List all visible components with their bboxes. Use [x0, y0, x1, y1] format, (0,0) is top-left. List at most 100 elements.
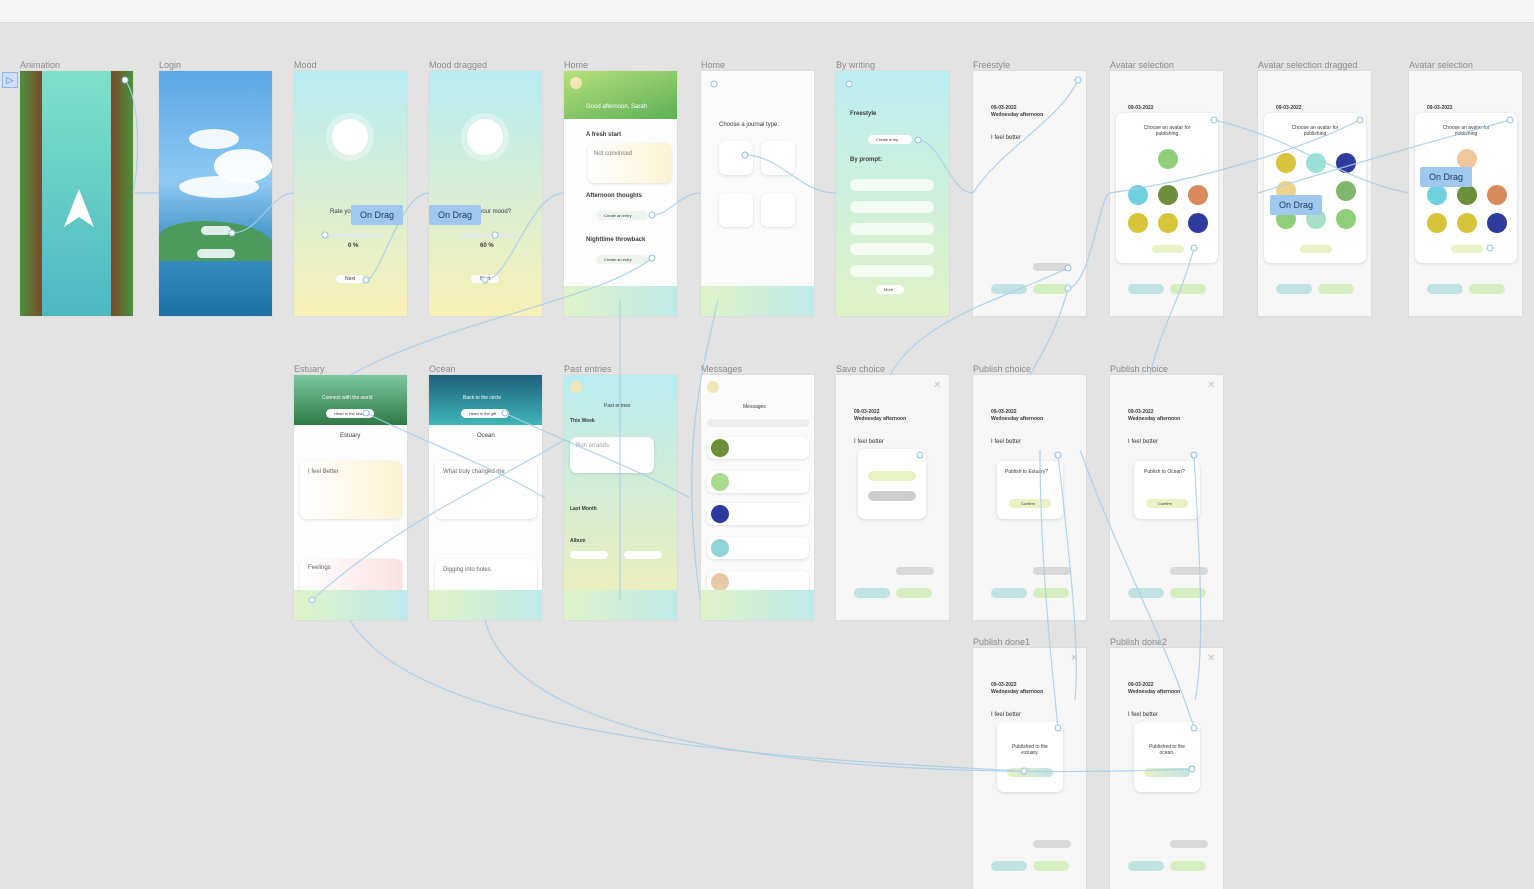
on-drag-trigger[interactable]: On Drag: [1420, 167, 1473, 187]
album-chip[interactable]: [570, 551, 608, 559]
frame-save-choice[interactable]: ✕ 09-03-2022 Wednesday afternoon I feel …: [836, 375, 949, 620]
avatar-picker-card[interactable]: Choose an avatar for publishing: [1116, 113, 1218, 263]
continue-button[interactable]: [1007, 768, 1053, 777]
publish-dialog[interactable]: Publish to Estuary? Confirm: [997, 461, 1063, 519]
frame-label-login[interactable]: Login: [159, 60, 182, 70]
avatar[interactable]: [570, 381, 582, 393]
save-button[interactable]: [1128, 588, 1164, 598]
on-drag-trigger[interactable]: On Drag: [1270, 195, 1323, 215]
publish-button[interactable]: [896, 588, 932, 598]
on-drag-trigger[interactable]: On Drag: [351, 205, 404, 225]
mood-slider[interactable]: [324, 234, 382, 237]
prompt-item[interactable]: [850, 179, 934, 191]
grey-button[interactable]: [1170, 567, 1208, 575]
more-button[interactable]: More: [876, 285, 904, 294]
album-chip[interactable]: [624, 551, 662, 559]
frame-label-publish-done1[interactable]: Publish done1: [973, 637, 1031, 647]
avatar-option[interactable]: [1306, 153, 1326, 173]
published-dialog[interactable]: Published to the ocean.: [1134, 722, 1200, 792]
frame-label-avatar-selection[interactable]: Avatar selection: [1110, 60, 1174, 70]
avatar[interactable]: [570, 77, 582, 89]
avatar-option[interactable]: [1487, 213, 1507, 233]
on-drag-trigger[interactable]: On Drag: [429, 205, 482, 225]
grey-button[interactable]: [1033, 263, 1071, 271]
close-icon[interactable]: ✕: [933, 380, 942, 391]
avatar-option[interactable]: [1427, 185, 1447, 205]
publish-button[interactable]: [1318, 284, 1354, 294]
avatar-option[interactable]: [1336, 209, 1356, 229]
message-item[interactable]: [707, 471, 809, 493]
head-to-gift-button[interactable]: Head to the gift: [461, 409, 509, 418]
message-item[interactable]: [707, 437, 809, 459]
avatar-option[interactable]: [1188, 213, 1208, 233]
avatar-option[interactable]: [1336, 153, 1356, 173]
frame-login[interactable]: [159, 71, 272, 316]
avatar-option[interactable]: [1457, 213, 1477, 233]
frame-label-messages[interactable]: Messages: [701, 364, 743, 374]
grey-button[interactable]: [1033, 840, 1071, 848]
frame-by-writing[interactable]: Freestyle Create entry By prompt: More: [836, 71, 949, 316]
search-input[interactable]: [707, 419, 809, 427]
mood-next-button[interactable]: Next: [471, 275, 499, 283]
frame-ocean[interactable]: Back to the circle Head to the gift Ocea…: [429, 375, 542, 620]
frame-home[interactable]: Good afternoon, Sarah A fresh start Not …: [564, 71, 677, 316]
frame-avatar-selection-2[interactable]: 09-03-2022 Choose an avatar for publishi…: [1409, 71, 1522, 316]
frame-freestyle[interactable]: 09-03-2022 Wednesday afternoon I feel be…: [973, 71, 1086, 316]
save-button[interactable]: [991, 284, 1027, 294]
frame-label-publish-choice[interactable]: Publish choice: [973, 364, 1032, 374]
save-choice-dialog[interactable]: [858, 449, 926, 519]
publish-button[interactable]: [1033, 588, 1069, 598]
frame-avatar-selection-dragged[interactable]: 09-03-2022 Choose an avatar for publishi…: [1258, 71, 1371, 316]
grey-button[interactable]: [1170, 840, 1208, 848]
avatar-option[interactable]: [1427, 213, 1447, 233]
frame-label-avatar-selection-2[interactable]: Avatar selection: [1409, 60, 1473, 70]
confirm-button[interactable]: Confirm: [1009, 499, 1051, 508]
frame-label-home-2[interactable]: Home: [701, 60, 726, 70]
save-button[interactable]: [1128, 861, 1164, 871]
frame-label-publish-choice-2[interactable]: Publish choice: [1110, 364, 1169, 374]
avatar-option[interactable]: [1276, 153, 1296, 173]
avatar-option[interactable]: [1336, 181, 1356, 201]
avatar[interactable]: [707, 381, 719, 393]
confirm-button[interactable]: Confirm: [1146, 499, 1188, 508]
create-entry-button[interactable]: Create an entry: [596, 255, 648, 264]
head-to-sea-button[interactable]: Head to the sea: [326, 409, 374, 418]
avatar-picker-card[interactable]: Choose an avatar for publishing: [1264, 113, 1366, 263]
continue-button[interactable]: [1144, 768, 1190, 777]
frame-label-estuary[interactable]: Estuary: [294, 364, 325, 374]
prompt-item[interactable]: [850, 265, 934, 277]
avatar-picker-card[interactable]: Choose an avatar for publishing: [1415, 113, 1517, 263]
frame-home-2[interactable]: Choose a journal type:: [701, 71, 814, 316]
frame-label-mood-dragged[interactable]: Mood dragged: [429, 60, 488, 70]
frame-label-avatar-selection-dragged[interactable]: Avatar selection dragged: [1258, 60, 1358, 70]
publish-button[interactable]: [1469, 284, 1505, 294]
selected-avatar[interactable]: [1158, 149, 1178, 169]
save-button[interactable]: [991, 588, 1027, 598]
frame-estuary[interactable]: Connect with the world Head to the sea E…: [294, 375, 407, 620]
save-button[interactable]: [1427, 284, 1463, 294]
avatar-option[interactable]: [1128, 185, 1148, 205]
published-dialog[interactable]: Published to the estuary.: [997, 722, 1063, 792]
frame-label-mood[interactable]: Mood: [294, 60, 317, 70]
publish-button[interactable]: [1170, 284, 1206, 294]
past-entry-card[interactable]: Run errands: [570, 437, 654, 473]
mood-slider[interactable]: [459, 234, 517, 237]
mood-next-button[interactable]: Next: [336, 275, 364, 283]
frame-label-animation[interactable]: Animation: [20, 60, 61, 70]
sign-in-button[interactable]: [201, 226, 231, 235]
frame-messages[interactable]: Messages: [701, 375, 814, 620]
play-prototype-icon[interactable]: ▷: [2, 72, 18, 88]
prompt-item[interactable]: [850, 201, 934, 213]
frame-publish-choice-2[interactable]: ✕ 09-03-2022 Wednesday afternoon I feel …: [1110, 375, 1223, 620]
frame-mood-dragged[interactable]: Rate your mood? 60 % Next: [429, 71, 542, 316]
frame-label-past-entries[interactable]: Past entries: [564, 364, 612, 374]
frame-mood[interactable]: Rate your mood? 0 % Next: [294, 71, 407, 316]
frame-avatar-selection[interactable]: 09-03-2022 Choose an avatar for publishi…: [1110, 71, 1223, 316]
frame-label-home[interactable]: Home: [564, 60, 589, 70]
frame-label-ocean[interactable]: Ocean: [429, 364, 456, 374]
close-icon[interactable]: ✕: [1207, 380, 1216, 391]
prompt-item[interactable]: [850, 243, 934, 255]
save-button[interactable]: [1128, 284, 1164, 294]
save-button[interactable]: [991, 861, 1027, 871]
journal-type-card[interactable]: [761, 141, 795, 175]
